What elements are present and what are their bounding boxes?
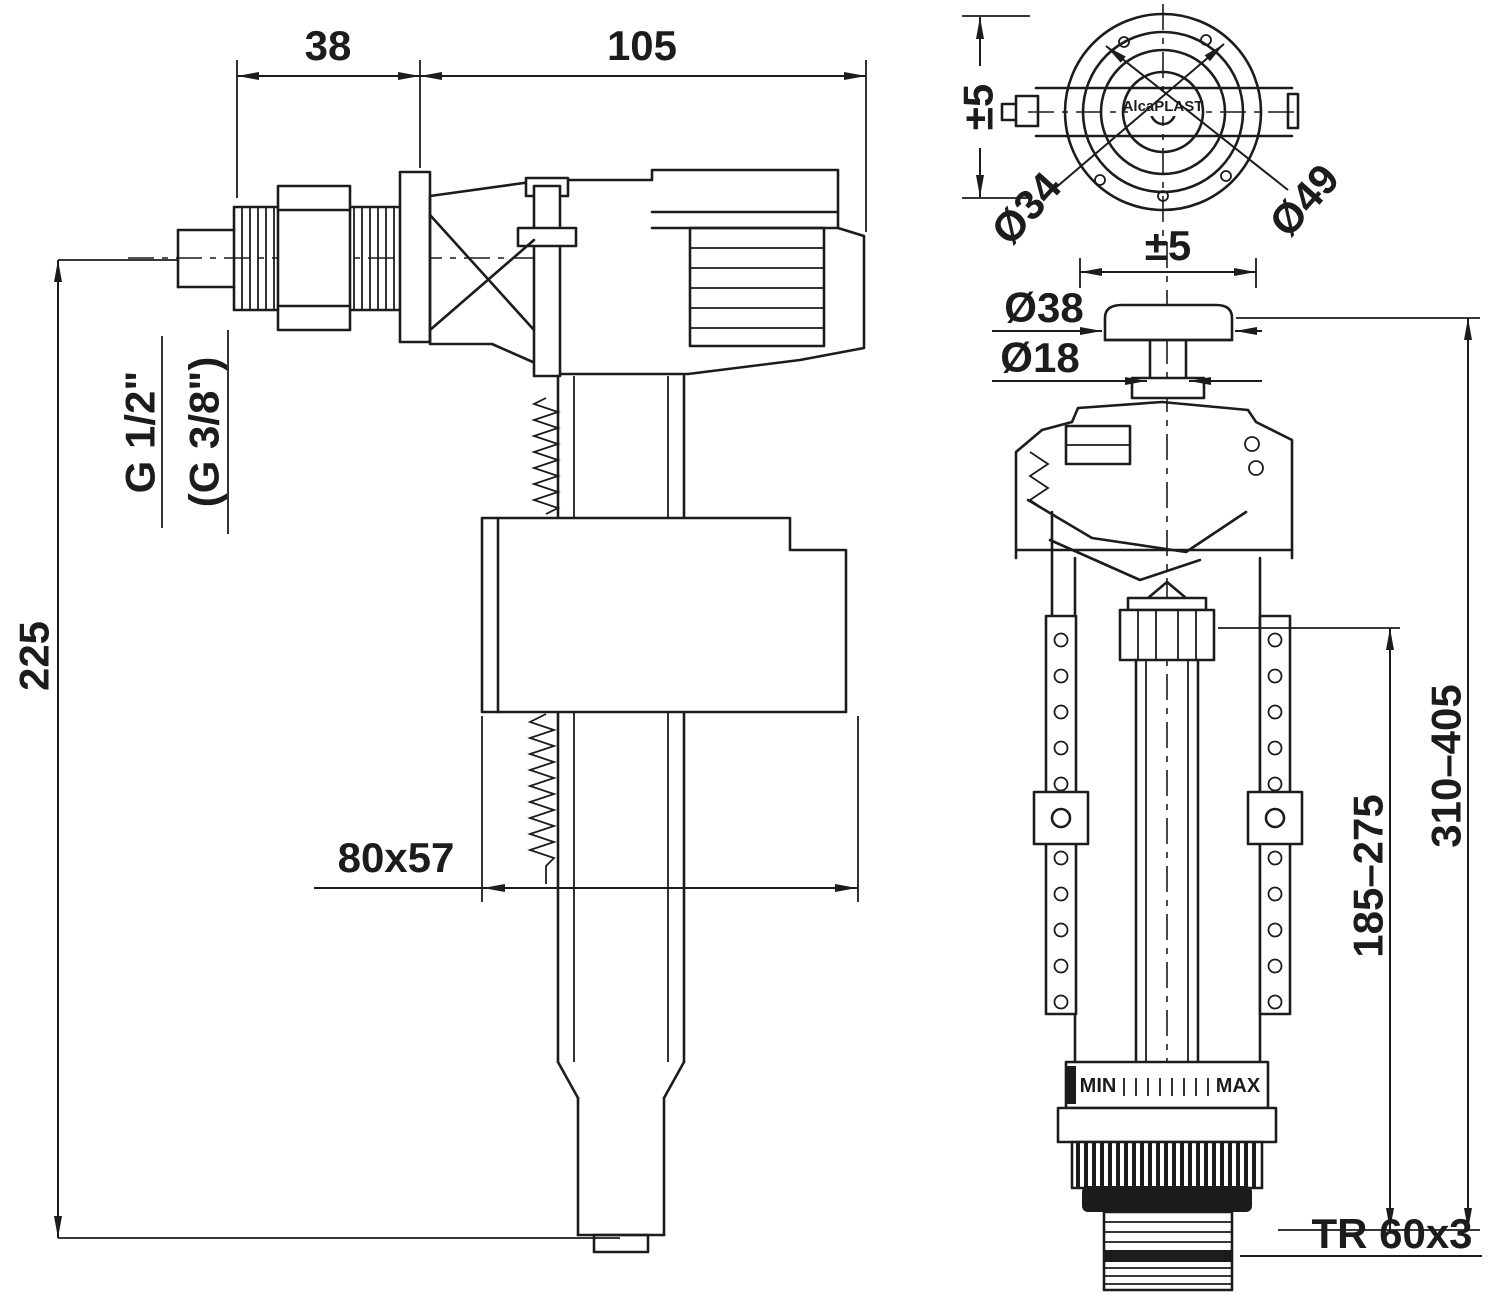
flush-valve-top-view: AlcaPLAST ±5 Ø34 Ø49 xyxy=(955,4,1348,253)
dim-38-label: 38 xyxy=(305,22,352,69)
scale-min-label: MIN xyxy=(1080,1075,1117,1097)
upper-spring xyxy=(531,397,561,515)
dim-225-label: 225 xyxy=(11,621,58,691)
brand-label: AlcaPLAST xyxy=(1123,98,1204,115)
thread-tr-label: TR 60x3 xyxy=(1311,1210,1472,1257)
dia38-label: Ø38 xyxy=(1004,284,1083,331)
overflow-tube xyxy=(1118,580,1216,1064)
fill-valve-side-view: 38 105 225 G 1/2" (G 3/8") xyxy=(11,22,867,1254)
inlet-nut xyxy=(276,184,352,332)
dim-225: 225 xyxy=(11,259,620,1239)
valve-base xyxy=(1056,1106,1278,1292)
scale-max-label: MAX xyxy=(1216,1075,1261,1097)
thread-g12-label: G 1/2" xyxy=(117,371,164,494)
right-rail-clamp xyxy=(1246,790,1304,846)
dim-dia38: Ø38 xyxy=(992,284,1262,335)
dim-pm5-vertical: ±5 xyxy=(955,15,1030,199)
seal-ring xyxy=(1082,1186,1252,1212)
top-view-side-bar xyxy=(1000,86,1300,138)
dim-80x57: 80x57 xyxy=(314,716,859,902)
left-rail-clamp xyxy=(1032,790,1090,846)
actuator-rod xyxy=(532,184,562,378)
min-max-scale: MIN MAX xyxy=(1064,1060,1270,1110)
dim-185-275: 185–275 xyxy=(1218,627,1400,1230)
inlet-pipe-tip xyxy=(176,228,236,289)
valve-body-tube xyxy=(556,374,686,1254)
thread-labels: G 1/2" (G 3/8") xyxy=(117,330,229,534)
dim-dia18: Ø18 xyxy=(992,334,1262,385)
dim-80x57-label: 80x57 xyxy=(338,834,455,881)
thread-g38-label: (G 3/8") xyxy=(181,357,228,508)
flush-valve-front-view: ±5 Ø38 Ø18 xyxy=(992,222,1482,1296)
button-collar xyxy=(1130,376,1206,400)
flush-valve-housing xyxy=(1014,400,1294,620)
tube-bottom-cap xyxy=(592,1233,650,1254)
dim-185-275-label: 185–275 xyxy=(1345,794,1392,958)
dim-310-405-label: 310–405 xyxy=(1423,684,1470,848)
dia34-label: Ø34 xyxy=(982,162,1070,253)
lower-spring xyxy=(527,713,557,884)
thread-tr-label-group: TR 60x3 xyxy=(1240,1210,1482,1257)
push-button xyxy=(1103,303,1234,400)
inlet-flange xyxy=(398,170,432,344)
float-cup xyxy=(480,516,848,714)
dim-105: 105 xyxy=(420,22,867,232)
valve-head xyxy=(428,168,866,378)
dim-310-405: 310–405 xyxy=(1236,317,1480,1231)
dim-105-label: 105 xyxy=(607,22,677,69)
dim-pm5-horizontal: ±5 xyxy=(1079,222,1257,288)
dia18-label: Ø18 xyxy=(1000,334,1079,381)
dia49-label: Ø49 xyxy=(1260,155,1348,245)
dim-38: 38 xyxy=(236,22,421,198)
dim-pm5-vertical-label: ±5 xyxy=(955,84,1002,130)
dim-pm5-horizontal-label: ±5 xyxy=(1145,222,1191,269)
